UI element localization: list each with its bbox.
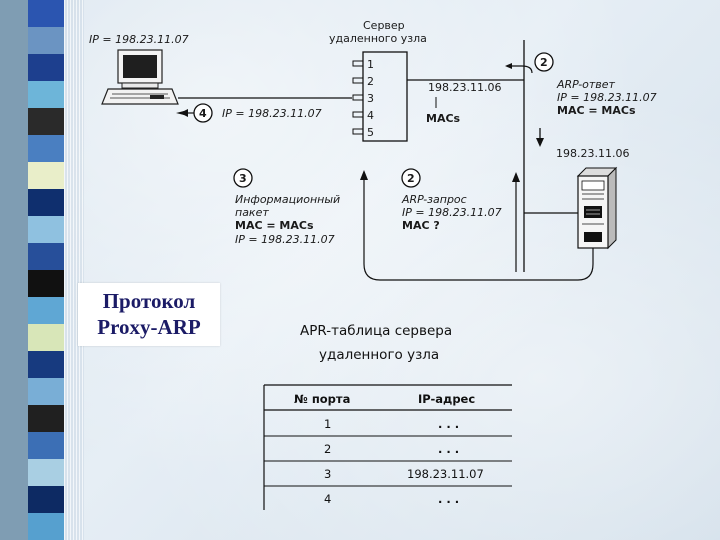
port-2-label: 2 [367, 75, 374, 88]
info-packet-mac: MAC = MACs [235, 219, 314, 232]
stripe-block [28, 135, 64, 162]
info-packet-title2: пакет [235, 206, 269, 219]
stripe-block [28, 432, 64, 459]
arp-request-mac: MAC ? [402, 219, 440, 232]
server-label-line2: удаленного узла [329, 32, 427, 45]
step-2-request-marker [401, 168, 421, 188]
stripe-block [28, 297, 64, 324]
stripe-block [28, 0, 64, 27]
arp-table-title-line2: удаленного узла [319, 347, 439, 363]
table-row-4-ip: . . . [438, 492, 459, 506]
arp-request-arrow [512, 172, 520, 182]
stripe-block [28, 216, 64, 243]
arrow-up-to-server [360, 170, 368, 180]
slide-title-line2: Proxy-ARP [97, 315, 201, 339]
stripe-block [28, 108, 64, 135]
table-row-2-port: 2 [324, 442, 331, 456]
stripe-block [28, 378, 64, 405]
client-computer-icon [101, 49, 179, 105]
port-3-connector [352, 94, 364, 101]
arp-request-title: ARP-запрос [401, 193, 467, 206]
port-5-label: 5 [367, 126, 374, 139]
step-2-request-number: 2 [407, 172, 415, 185]
host-server-icon [576, 166, 618, 250]
port-5-connector [352, 128, 364, 135]
stripe-base [0, 0, 28, 540]
server-ports: 1 2 3 4 5 [352, 58, 374, 139]
return-loop-line [363, 178, 594, 281]
info-packet-title: Информационный [235, 193, 340, 206]
step-3-number: 3 [239, 172, 247, 185]
slide-title-line1: Протокол [102, 289, 196, 313]
step-3-marker [233, 168, 253, 188]
step-2-reply-number: 2 [540, 56, 548, 69]
stripe-block [28, 243, 64, 270]
stripe-block [28, 459, 64, 486]
server-ip-label: 198.23.11.06 [428, 81, 501, 94]
port-3-label: 3 [367, 92, 374, 105]
host-ip-label: 198.23.11.06 [556, 147, 629, 160]
arp-reply-mac: MAC = MACs [557, 104, 636, 117]
stripe-block [28, 54, 64, 81]
port-4-connector [352, 111, 364, 118]
stripe-block [28, 351, 64, 378]
down-arrow-to-host [536, 138, 544, 147]
info-packet-ip: IP = 198.23.11.07 [235, 233, 335, 246]
stripe-block [28, 486, 64, 513]
stripe-block [28, 513, 64, 540]
step-4-marker [193, 103, 213, 123]
macs-label: MACs [426, 112, 461, 125]
port-1-connector [352, 60, 364, 67]
stripe-block [28, 81, 64, 108]
step-4-ip-label: IP = 198.23.11.07 [222, 107, 322, 120]
stripe-block [28, 189, 64, 216]
stripe-block [28, 27, 64, 54]
stripe-block [28, 270, 64, 297]
port-2-connector [352, 77, 364, 84]
table-row-3-ip: 198.23.11.07 [407, 467, 484, 481]
decorative-side-stripe [0, 0, 84, 540]
table-row-2-ip: . . . [438, 442, 459, 456]
stripe-block [28, 405, 64, 432]
stripe-block [28, 162, 64, 189]
table-row-1-ip: . . . [438, 417, 459, 431]
client-ip-label: IP = 198.23.11.07 [89, 33, 189, 46]
stripe-texture [64, 0, 84, 540]
step-4-number: 4 [199, 107, 207, 120]
arp-reply-ip: IP = 198.23.11.07 [557, 91, 657, 104]
step-4-arrow [180, 109, 188, 117]
port-1-label: 1 [367, 58, 374, 71]
arp-table-title-line1: APR-таблица сервера [300, 323, 452, 339]
server-label-line1: Сервер [363, 19, 405, 32]
table-header-ip: IP-адрес [418, 392, 475, 406]
arp-table: № порта IP-адрес 1 . . . 2 . . . 3 198.2… [263, 384, 512, 510]
table-row-4-port: 4 [324, 492, 331, 506]
port-4-label: 4 [367, 109, 374, 122]
table-row-1-port: 1 [324, 417, 331, 431]
arp-reply-title: ARP-ответ [556, 78, 616, 91]
stripe-block [28, 324, 64, 351]
slide-title-box: Протокол Proxy-ARP [78, 283, 220, 346]
table-row-3-port: 3 [324, 467, 331, 481]
arp-reply-arrow [512, 65, 533, 74]
table-header-port: № порта [294, 392, 350, 406]
step-2-reply-marker [534, 52, 554, 72]
arp-request-ip: IP = 198.23.11.07 [402, 206, 502, 219]
